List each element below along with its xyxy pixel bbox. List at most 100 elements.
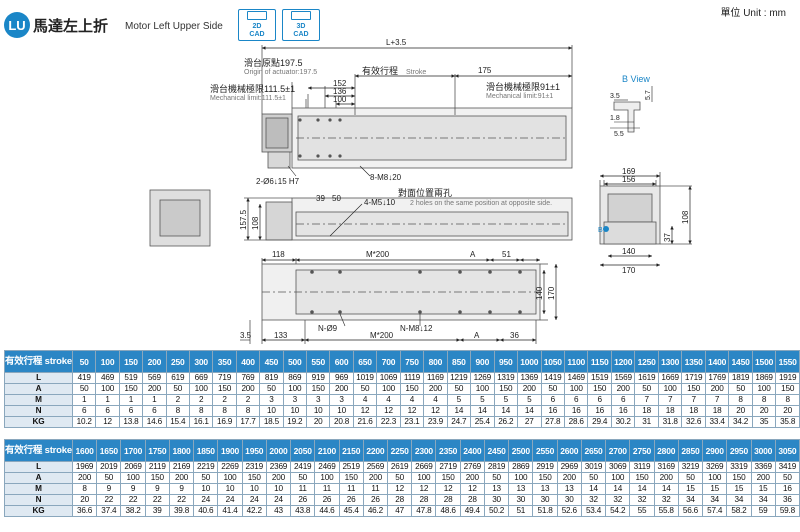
stroke-value: 2550 (532, 439, 558, 462)
table-cell: 50 (96, 472, 122, 484)
table-cell: 200 (71, 472, 98, 484)
table-cell: 1169 (423, 372, 448, 384)
table-cell: 100 (120, 472, 146, 484)
monitor-icon (247, 11, 267, 20)
table-cell: 14 (517, 405, 542, 417)
stroke-value: 2000 (265, 439, 292, 462)
stroke-value: 2250 (387, 439, 413, 462)
monitor-icon (291, 11, 311, 20)
stroke-value: 1200 (610, 350, 636, 373)
table-cell: 6 (142, 405, 167, 417)
table-cell: 20 (728, 405, 753, 417)
table-cell: 1 (142, 394, 167, 406)
stroke-value: 1550 (775, 350, 800, 373)
table-cell: 20.8 (329, 416, 354, 428)
dim-36: 36 (510, 331, 519, 340)
table-cell: 2719 (435, 461, 461, 473)
table-cell: 14 (605, 483, 631, 495)
dim-108: 108 (251, 216, 260, 230)
table-cell: 24 (217, 494, 243, 506)
table-cell: 28 (435, 494, 461, 506)
table-cell: 2119 (144, 461, 170, 473)
table-cell: 100 (411, 472, 437, 484)
table-cell: 6 (95, 405, 120, 417)
stroke-value: 2400 (459, 439, 485, 462)
row-label: M (4, 394, 73, 406)
dim-m200-bottom: M*200 (370, 331, 394, 340)
table-cell: 12 (352, 405, 378, 417)
table-cell: 50 (71, 383, 97, 395)
table-cell: 32 (653, 494, 679, 506)
table-cell: 20 (305, 416, 331, 428)
stroke-header: 有效行程 stroke (4, 439, 73, 462)
table-cell: 200 (329, 383, 354, 395)
stroke-value: 1900 (217, 439, 243, 462)
table-cell: 3 (282, 394, 308, 406)
table-cell: 150 (681, 383, 706, 395)
table-cell: 1869 (751, 372, 777, 384)
stroke-value: 1400 (704, 350, 730, 373)
table-cell: 16 (587, 405, 612, 417)
stroke-value: 1700 (120, 439, 146, 462)
table-cell: 34 (702, 494, 728, 506)
stroke-value: 1600 (71, 439, 98, 462)
stroke-value: 2650 (580, 439, 607, 462)
table-cell: 11 (362, 483, 389, 495)
cad-2d-button[interactable]: 2D CAD (238, 9, 276, 41)
table-cell: 2919 (532, 461, 558, 473)
table-cell: 28 (387, 494, 413, 506)
table-cell: 7 (681, 394, 706, 406)
table-cell: 2519 (338, 461, 364, 473)
stroke-value: 300 (188, 350, 214, 373)
table-cell: 1969 (71, 461, 98, 473)
table-cell: 5 (446, 394, 472, 406)
table-cell: 4 (352, 394, 378, 406)
table-cell: 51.8 (532, 505, 558, 517)
table-cell: 8 (212, 405, 237, 417)
end-view-37: 37 (663, 233, 672, 242)
table-cell: 2619 (387, 461, 413, 473)
table-cell: 4 (423, 394, 448, 406)
table-cell: 10 (193, 483, 219, 495)
table-cell: 1569 (610, 372, 636, 384)
table-cell: 38.2 (120, 505, 146, 517)
stroke-value: 100 (95, 350, 120, 373)
table-cell: 1919 (775, 372, 800, 384)
cad-3d-button[interactable]: 3D CAD (282, 9, 320, 41)
table-cell: 12 (376, 405, 401, 417)
table-cell: 4 (376, 394, 401, 406)
table-cell: 1719 (681, 372, 706, 384)
table-cell: 43.8 (290, 505, 316, 517)
table-cell: 29.4 (587, 416, 612, 428)
table-cell: 43 (265, 505, 292, 517)
row-label: KG (4, 416, 73, 428)
table-cell: 1 (71, 394, 97, 406)
table-cell: 12 (411, 483, 437, 495)
dim-50: 50 (332, 194, 341, 203)
table-cell: 200 (142, 383, 167, 395)
stroke-value: 900 (470, 350, 495, 373)
table-cell: 50 (387, 472, 413, 484)
table-cell: 669 (188, 372, 214, 384)
table-cell: 49.4 (459, 505, 485, 517)
table-cell: 32 (580, 494, 607, 506)
stroke-value: 200 (142, 350, 167, 373)
dim-51: 51 (502, 250, 511, 259)
table-cell: 46.2 (362, 505, 389, 517)
stroke-value: 750 (399, 350, 425, 373)
table-cell: 2369 (265, 461, 292, 473)
stroke-value: 1850 (193, 439, 219, 462)
stroke-value: 1100 (563, 350, 589, 373)
stroke-value: 1050 (540, 350, 565, 373)
table-cell: 2 (212, 394, 237, 406)
mech-limit-left: 滑台機械極限111.5±1 (210, 83, 295, 94)
table-cell: 11 (338, 483, 364, 495)
table-cell: 2219 (193, 461, 219, 473)
table-cell: 47.8 (411, 505, 437, 517)
origin-label: 滑台原點197.5 (244, 57, 303, 68)
table-cell: 200 (610, 383, 636, 395)
table-cell: 18 (681, 405, 706, 417)
table-cell: 18 (657, 405, 683, 417)
